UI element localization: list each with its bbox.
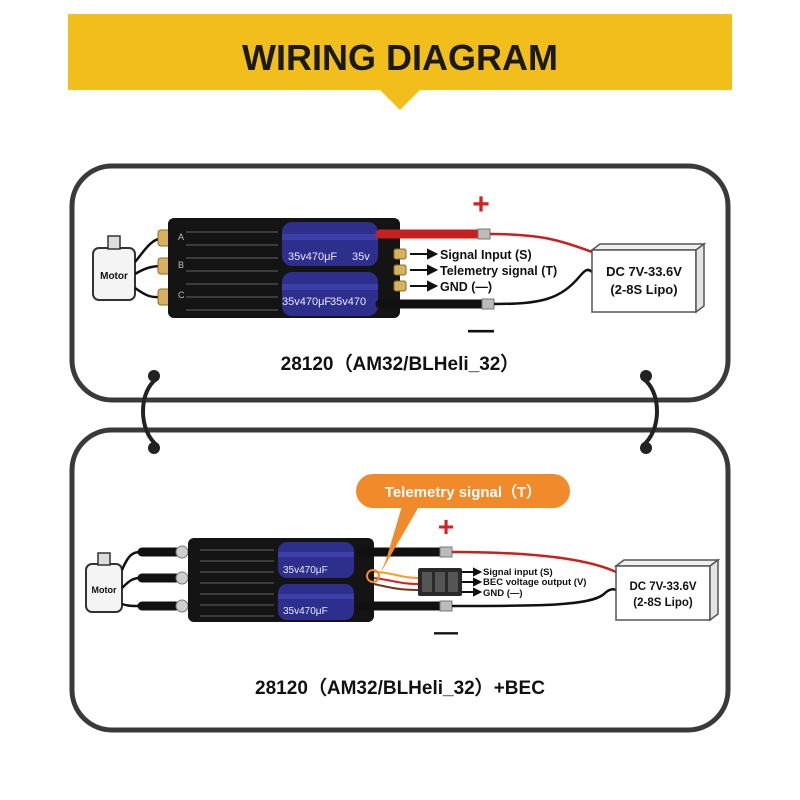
header-background — [68, 14, 732, 110]
heatsink-fins — [200, 549, 274, 617]
panel-top-caption: 28120（AM32/BLHeli_32） — [281, 352, 520, 375]
phase-label-b: B — [178, 260, 184, 270]
gnd-label: GND (—) — [440, 280, 492, 294]
motor-label: Motor — [100, 271, 128, 282]
phase-label-c: C — [178, 290, 185, 300]
panel-bottom-border — [69, 427, 731, 733]
chain-link-right — [640, 370, 659, 454]
signal-input-label: Signal input (S) — [483, 567, 553, 578]
power-lead-positive — [375, 228, 593, 254]
power-lead-negative — [375, 268, 593, 310]
capacitor-label: 35v470μF — [288, 251, 337, 263]
capacitors: 35v470μF 35v470μF — [278, 542, 354, 620]
negative-sign: — — [468, 314, 494, 344]
power-lead-negative — [355, 587, 617, 612]
motor-icon: Motor — [85, 552, 123, 613]
capacitor-label: 35v — [352, 251, 370, 263]
motor-leads — [137, 547, 181, 611]
telemetry-callout: Telemetry signal（T） — [356, 474, 570, 583]
signal-arrows — [462, 567, 483, 597]
motor-wires — [120, 550, 141, 608]
capacitor-label: 35v470μF — [283, 606, 328, 617]
signal-arrows — [410, 248, 439, 292]
battery-box: DC 7V-33.6V (2-8S Lipo) — [589, 242, 707, 314]
panel-bottom-caption: 28120（AM32/BLHeli_32）+BEC — [255, 676, 545, 699]
negative-sign: — — [434, 619, 458, 646]
telemetry-signal-label: Telemetry signal (T) — [440, 264, 557, 278]
bec-voltage-label: BEC voltage output (V) — [483, 577, 586, 588]
panel-top-border — [69, 163, 731, 403]
power-lead-positive — [355, 546, 617, 574]
motor-icon: Motor — [92, 235, 136, 301]
header-title: WIRING DIAGRAM — [242, 37, 558, 78]
servo-connector — [373, 568, 462, 596]
signal-input-label: Signal Input (S) — [440, 248, 532, 262]
panel-bottom: Motor 35v470μF — [85, 474, 721, 699]
signal-pads — [393, 248, 407, 292]
capacitor-label: 35v470μF — [282, 296, 331, 308]
capacitors: 35v470μF 35v 35v470μF 35v470 — [282, 222, 378, 316]
panel-top: Motor A B C 35v470μ — [92, 188, 707, 375]
battery-box: DC 7V-33.6V (2-8S Lipo) — [613, 558, 721, 622]
header-banner: WIRING DIAGRAM — [68, 14, 732, 110]
chain-link-left — [141, 370, 160, 454]
bullet-connectors — [175, 545, 189, 613]
positive-sign: + — [438, 511, 454, 542]
motor-label: Motor — [92, 585, 117, 595]
positive-sign: + — [472, 188, 490, 221]
phase-label-a: A — [178, 232, 184, 242]
telemetry-callout-label: Telemetry signal（T） — [385, 483, 541, 501]
heatsink-fins — [186, 231, 278, 311]
capacitor-label: 35v470 — [330, 296, 366, 308]
battery-voltage: DC 7V-33.6V — [606, 264, 682, 279]
battery-voltage: DC 7V-33.6V — [629, 581, 696, 593]
battery-cells: (2-8S Lipo) — [633, 597, 693, 609]
capacitor-label: 35v470μF — [283, 565, 328, 576]
battery-cells: (2-8S Lipo) — [610, 282, 677, 297]
gnd-label: GND (—) — [483, 588, 523, 599]
